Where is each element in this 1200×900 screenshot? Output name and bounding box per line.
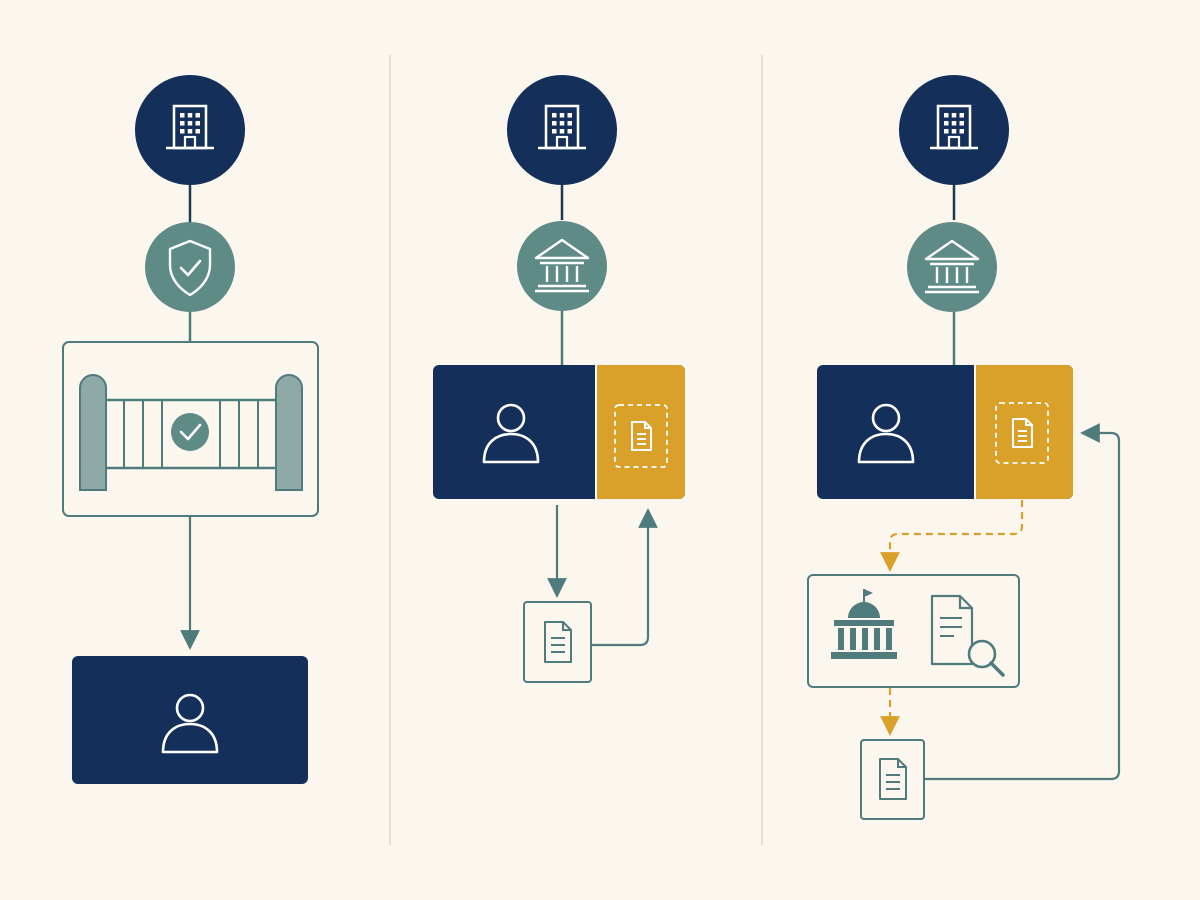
arrow-return-to-credential [925, 423, 1121, 781]
panel-direct-access [62, 75, 319, 784]
user-credential-card [817, 365, 1073, 499]
arrow-return-to-credential [591, 508, 658, 647]
review-box [807, 574, 1020, 688]
bank-icon [907, 222, 997, 312]
document-icon [860, 739, 925, 820]
gate-check-icon [62, 341, 319, 517]
dashed-arrow-to-review [880, 500, 1024, 572]
credential-document-icon [995, 402, 1049, 464]
user-card [72, 656, 308, 784]
user-credential-card [433, 365, 685, 499]
document-icon [523, 601, 592, 683]
capitol-icon [831, 589, 897, 659]
building-icon [899, 75, 1009, 185]
bank-icon [517, 221, 607, 311]
panel-agency-review [807, 75, 1121, 820]
building-icon [135, 75, 245, 185]
shield-check-icon [145, 222, 235, 312]
credential-document-icon [614, 404, 668, 468]
document-search-icon [930, 594, 1005, 677]
building-icon [507, 75, 617, 185]
panel-agency-credential [433, 75, 685, 683]
